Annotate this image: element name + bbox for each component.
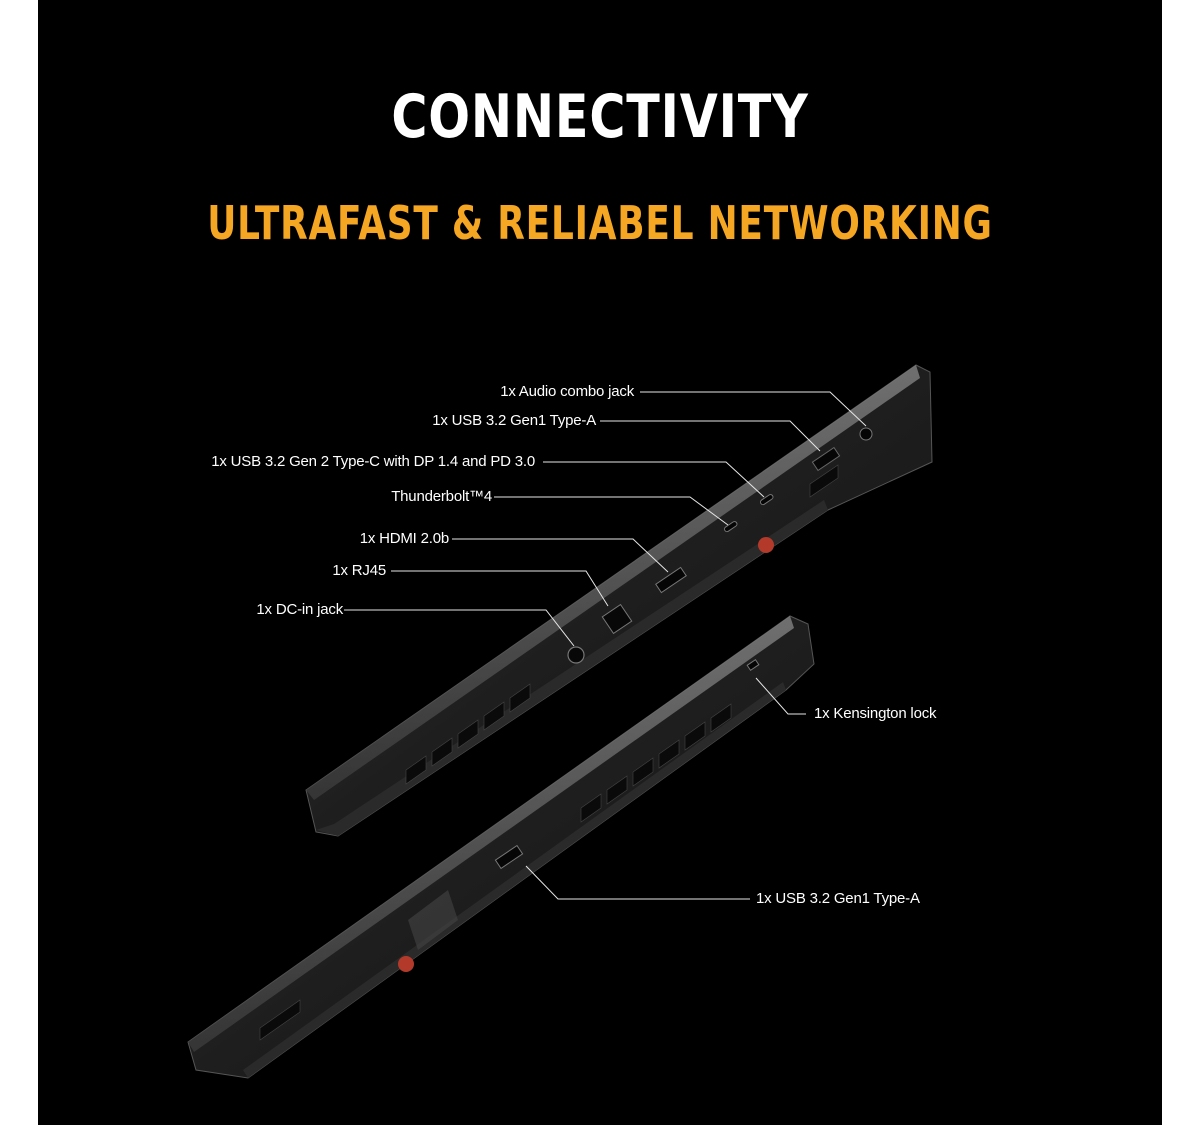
usb-c-port-icon (759, 494, 774, 506)
leader-audio (640, 391, 867, 427)
usb-a-port-icon (811, 446, 841, 472)
leader-usb-a-left (600, 420, 821, 452)
dc-in-jack-icon (567, 646, 585, 664)
label-dc-in-jack: 1x DC-in jack (256, 601, 343, 618)
label-kensington-lock: 1x Kensington lock (814, 705, 937, 722)
vent-grille-right (259, 703, 732, 1041)
leader-kensington (755, 677, 806, 715)
audio-jack-icon (859, 427, 873, 441)
leader-usb-c (543, 461, 765, 498)
leader-hdmi (452, 538, 669, 573)
laptop-side-views (187, 364, 933, 1079)
hero-panel: CONNECTIVITY ULTRAFAST & RELIABEL NETWOR… (38, 0, 1162, 1125)
label-hdmi: 1x HDMI 2.0b (359, 530, 450, 547)
leader-usb-a-right (525, 865, 750, 900)
page-title: CONNECTIVITY (391, 82, 809, 152)
usb-a-port-right-icon (494, 844, 524, 870)
leader-rj45 (391, 570, 609, 607)
label-usb-a-left: 1x USB 3.2 Gen1 Type-A (432, 412, 596, 429)
label-usb-a-right: 1x USB 3.2 Gen1 Type-A (756, 890, 920, 907)
vent-grille (405, 464, 839, 785)
label-rj45: 1x RJ45 (332, 562, 386, 579)
label-thunderbolt: Thunderbolt™4 (391, 488, 492, 505)
leader-thunderbolt (494, 496, 729, 526)
label-audio-combo-jack: 1x Audio combo jack (500, 383, 634, 400)
kensington-lock-icon (746, 659, 760, 671)
leader-dc-in (344, 609, 575, 647)
leader-lines (344, 391, 867, 900)
rj45-port-icon (601, 603, 633, 635)
laptop-right-side (187, 615, 815, 1079)
thunderbolt-port-icon (723, 521, 738, 533)
label-usb-c: 1x USB 3.2 Gen 2 Type-C with DP 1.4 and … (211, 453, 535, 470)
hdmi-port-icon (655, 566, 687, 594)
laptop-left-side (305, 364, 933, 837)
page-subtitle: ULTRAFAST & RELIABEL NETWORKING (207, 196, 993, 250)
